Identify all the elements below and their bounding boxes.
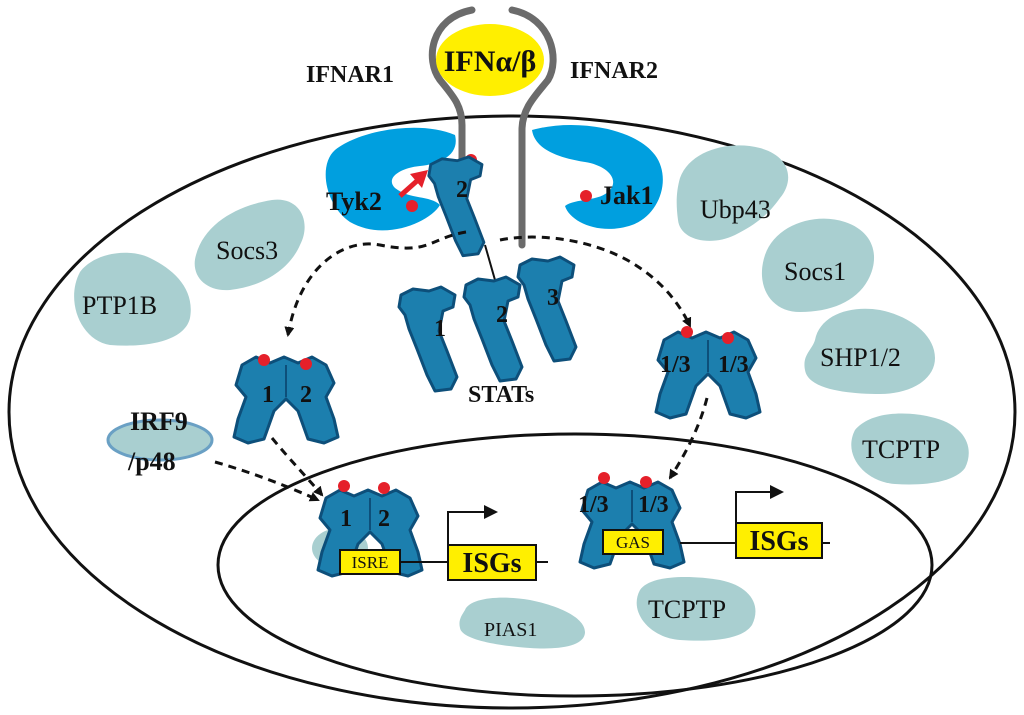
stat-monomer xyxy=(462,275,524,383)
ptp1b-protein xyxy=(74,252,191,346)
socs3-label: Socs3 xyxy=(216,236,278,265)
ubp43-label: Ubp43 xyxy=(700,195,771,224)
pathway-arrow-dimer12-to-isre xyxy=(270,437,324,497)
pias1-label: PIAS1 xyxy=(484,619,537,641)
pathway-arrow-irf9-to-isre xyxy=(214,460,320,502)
phospho-dot xyxy=(406,200,418,212)
isre-element-box xyxy=(339,549,401,575)
tcptp-cytoplasm-protein xyxy=(851,413,969,485)
pathway-arrow-to-dimer12 xyxy=(284,230,467,337)
jak1-label: Jak1 xyxy=(600,181,653,210)
socs1-protein xyxy=(761,218,875,312)
phospho-dot xyxy=(580,190,592,202)
nucleus-membrane xyxy=(216,432,934,698)
stat-monomer-label: 3 xyxy=(547,285,559,311)
nuclear-dimer12-left-label: 1 xyxy=(340,506,352,532)
tcptp-nucleus-label: TCPTP xyxy=(648,595,726,624)
irf9-protein xyxy=(106,418,214,462)
phospho-dot xyxy=(598,472,610,484)
phospho-dot xyxy=(300,358,312,370)
ifnar1-chain xyxy=(428,6,476,174)
nuclear-dimer13-left-label: 1/3 xyxy=(578,492,609,518)
phospho-dot xyxy=(640,476,652,488)
dimer13-label-right: 1/3 xyxy=(718,352,749,378)
nuclear-dimer13-right-label: 1/3 xyxy=(638,492,669,518)
shp12-protein xyxy=(804,308,935,394)
stat2-bound-label: 2 xyxy=(456,177,468,203)
dimer13-label-left: 1/3 xyxy=(660,352,691,378)
tyk2-receptor-domain xyxy=(325,127,456,231)
tyk2-label: Tyk2 xyxy=(326,187,382,216)
ifnar1-label: IFNAR1 xyxy=(306,62,394,88)
dimer12-label-left: 1 xyxy=(262,382,274,408)
dimer12-label-right: 2 xyxy=(300,382,312,408)
pathway-arrow-dimer13-to-gas xyxy=(668,397,709,480)
ubp43-protein xyxy=(676,145,789,241)
tyk2-phosphorylation-arrow xyxy=(398,178,420,198)
socs1-label: Socs1 xyxy=(784,257,846,286)
cell-membrane xyxy=(7,114,1017,710)
isre-isgs-label: ISGs xyxy=(462,548,521,579)
tcptp-nucleus-protein xyxy=(636,577,756,641)
stat-monomer-label: 2 xyxy=(496,302,508,328)
shp12-label: SHP1/2 xyxy=(820,343,901,372)
stat-monomer-label: 1 xyxy=(434,316,446,342)
ifnar2-chain xyxy=(508,6,557,249)
phospho-dot xyxy=(338,480,350,492)
arrowhead-icon xyxy=(410,170,428,188)
ifn-ligand xyxy=(436,24,544,96)
gas-element-label: GAS xyxy=(616,533,650,552)
pias1-protein xyxy=(459,597,585,649)
pathway-arrow-to-dimer13 xyxy=(499,235,692,328)
gas-isgs-box xyxy=(735,522,823,559)
nuclear-dimer12-right-label: 2 xyxy=(378,506,390,532)
gas-isgs-label: ISGs xyxy=(749,526,808,557)
ifn-ligand-label: IFNα/β xyxy=(444,45,537,78)
tcptp-cytoplasm-label: TCPTP xyxy=(862,435,940,464)
stat-dimer-1-2 xyxy=(232,355,340,445)
socs3-protein xyxy=(194,199,305,291)
gas-transcription-arrow xyxy=(735,485,784,523)
pathway-link-stats xyxy=(484,244,496,281)
stats-group-label: STATs xyxy=(468,382,534,408)
irf9-label-line2: /p48 xyxy=(127,447,176,476)
phospho-dot xyxy=(681,326,693,338)
isre-transcription-arrow xyxy=(447,505,498,545)
isre-element-label: ISRE xyxy=(352,553,389,572)
phospho-dot xyxy=(258,354,270,366)
ifnar2-label: IFNAR2 xyxy=(570,58,658,84)
stat-monomer xyxy=(397,285,459,393)
ptp1b-label: PTP1B xyxy=(82,291,157,320)
isre-isgs-box xyxy=(447,544,537,581)
phospho-dot xyxy=(722,332,734,344)
irf9-label-line1: IRF9 xyxy=(130,407,188,436)
gas-element-box xyxy=(602,529,664,555)
phospho-dot xyxy=(378,482,390,494)
jak1-receptor-domain xyxy=(532,124,663,229)
